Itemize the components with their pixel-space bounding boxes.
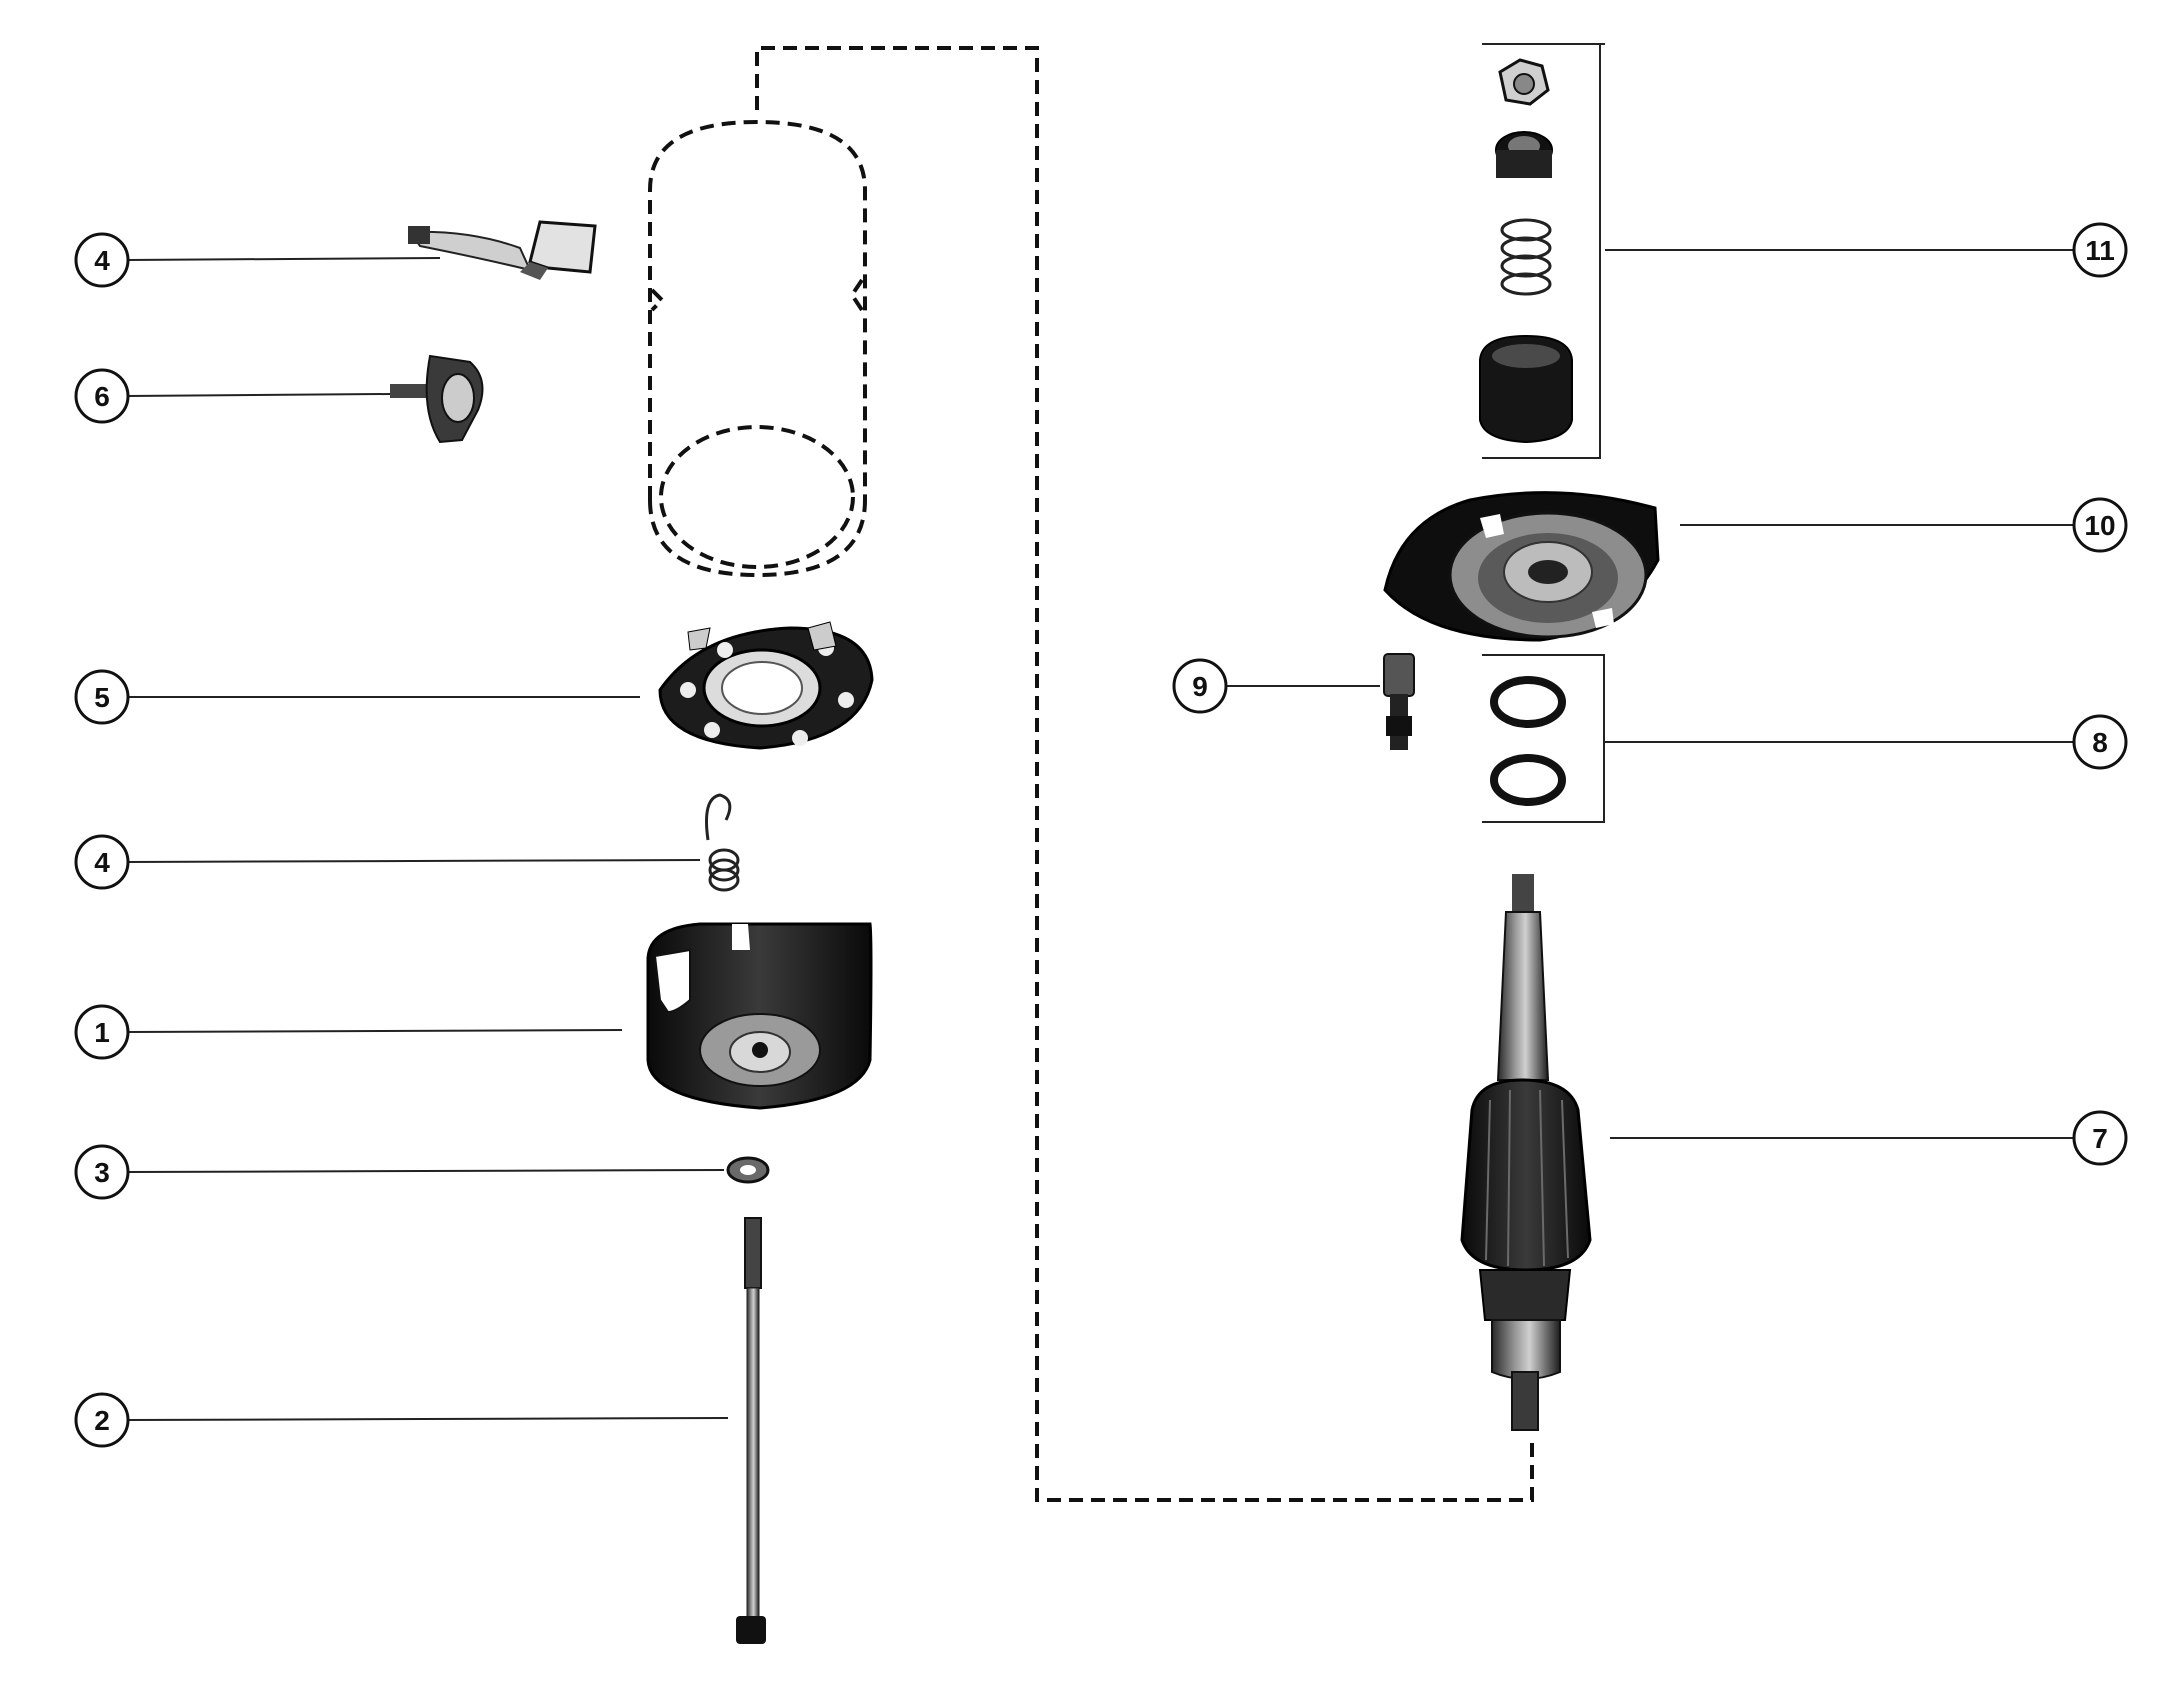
callout-4-top: 4: [74, 232, 130, 288]
callout-4-lower: 4: [74, 834, 130, 890]
callout-10: 10: [2072, 497, 2128, 553]
svg-text:9: 9: [1192, 671, 1208, 702]
svg-text:4: 4: [94, 245, 110, 276]
svg-text:7: 7: [2092, 1123, 2108, 1154]
terminal-stud: [390, 354, 484, 444]
callout-9: 9: [1172, 658, 1228, 714]
callout-11: 11: [2072, 222, 2128, 278]
cap-screw: [1383, 653, 1415, 750]
through-bolt: [736, 1217, 766, 1644]
callout-5: 5: [74, 669, 130, 725]
brush-plate: [658, 621, 874, 750]
leader-lines: [127, 43, 2075, 1421]
washer: [726, 1156, 770, 1184]
armature: [1460, 874, 1592, 1431]
callout-1: 1: [74, 1004, 130, 1060]
svg-text:8: 8: [2092, 727, 2108, 758]
drive-assembly: [1479, 58, 1573, 444]
housing-outline: [648, 46, 1534, 1502]
brush-with-lead: [408, 220, 597, 280]
svg-text:5: 5: [94, 682, 110, 713]
svg-text:11: 11: [2085, 235, 2115, 266]
callout-2: 2: [74, 1392, 130, 1448]
o-rings: [1490, 676, 1566, 806]
svg-text:2: 2: [94, 1405, 110, 1436]
svg-text:3: 3: [94, 1157, 110, 1188]
callouts: 4 6 5 4 1 3 2 11: [74, 222, 2128, 1448]
bracket-11: [1482, 43, 1601, 459]
commutator-end-cap: [646, 922, 873, 1110]
drive-end-cap: [1383, 491, 1660, 642]
svg-text:6: 6: [94, 381, 110, 412]
svg-text:4: 4: [94, 847, 110, 878]
callout-6: 6: [74, 368, 130, 424]
svg-text:10: 10: [2084, 510, 2115, 541]
callout-7: 7: [2072, 1110, 2128, 1166]
callout-3: 3: [74, 1144, 130, 1200]
svg-text:1: 1: [94, 1017, 110, 1048]
callout-8: 8: [2072, 714, 2128, 770]
brush-spring: [705, 793, 740, 892]
bracket-8: [1482, 654, 1605, 823]
